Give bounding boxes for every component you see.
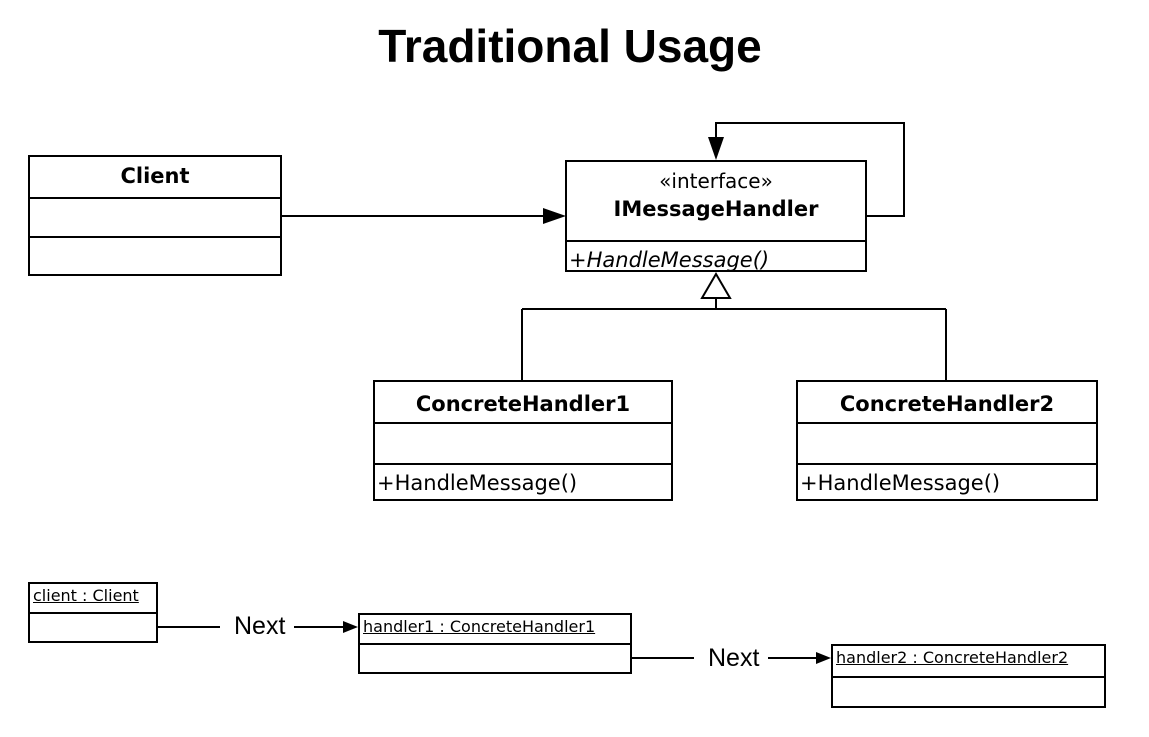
client-class-operations: [30, 236, 280, 274]
interface-header: «interface» IMessageHandler: [567, 168, 865, 240]
client-object: client : Client: [28, 582, 158, 643]
handler1-object: handler1 : ConcreteHandler1: [358, 613, 632, 674]
self-association-arrowhead: [708, 137, 724, 160]
interface-stereotype: «interface»: [659, 169, 773, 193]
client-object-name: client : Client: [33, 586, 139, 605]
object-link1-arrowhead: [343, 621, 358, 633]
interface-name: IMessageHandler: [613, 197, 819, 221]
concrete-handler2-operation: +HandleMessage(): [798, 463, 1096, 499]
handler2-object-slots: [833, 676, 1104, 706]
concrete-handler1-attributes: [375, 422, 671, 463]
concrete-handler1-name: ConcreteHandler1: [415, 392, 631, 416]
client-object-slots: [30, 612, 156, 641]
client-class-name: Client: [120, 164, 190, 188]
self-association-loop: [715, 122, 905, 217]
concrete-handler1-class: ConcreteHandler1 +HandleMessage(): [373, 380, 673, 501]
concrete-handler2-class: ConcreteHandler2 +HandleMessage(): [796, 380, 1098, 501]
concrete-handler2-name: ConcreteHandler2: [839, 392, 1055, 416]
interface-class: «interface» IMessageHandler +HandleMessa…: [565, 160, 867, 272]
object-link2-arrowhead: [816, 652, 831, 664]
concrete-handler1-operation: +HandleMessage(): [375, 463, 671, 499]
handler2-object-name: handler2 : ConcreteHandler2: [836, 648, 1069, 667]
concrete-handler2-attributes: [798, 422, 1096, 463]
handler2-object: handler2 : ConcreteHandler2: [831, 644, 1106, 708]
client-class-attributes: [30, 197, 280, 236]
client-to-interface-arrowhead: [543, 208, 566, 224]
object-link2-label: Next: [708, 643, 760, 673]
page-title: Traditional Usage: [378, 20, 762, 72]
handler1-object-name: handler1 : ConcreteHandler1: [363, 617, 596, 636]
client-class: Client: [28, 155, 282, 276]
handler1-object-slots: [360, 643, 630, 672]
interface-operation: +HandleMessage(): [567, 240, 865, 276]
object-link1-label: Next: [234, 611, 286, 641]
